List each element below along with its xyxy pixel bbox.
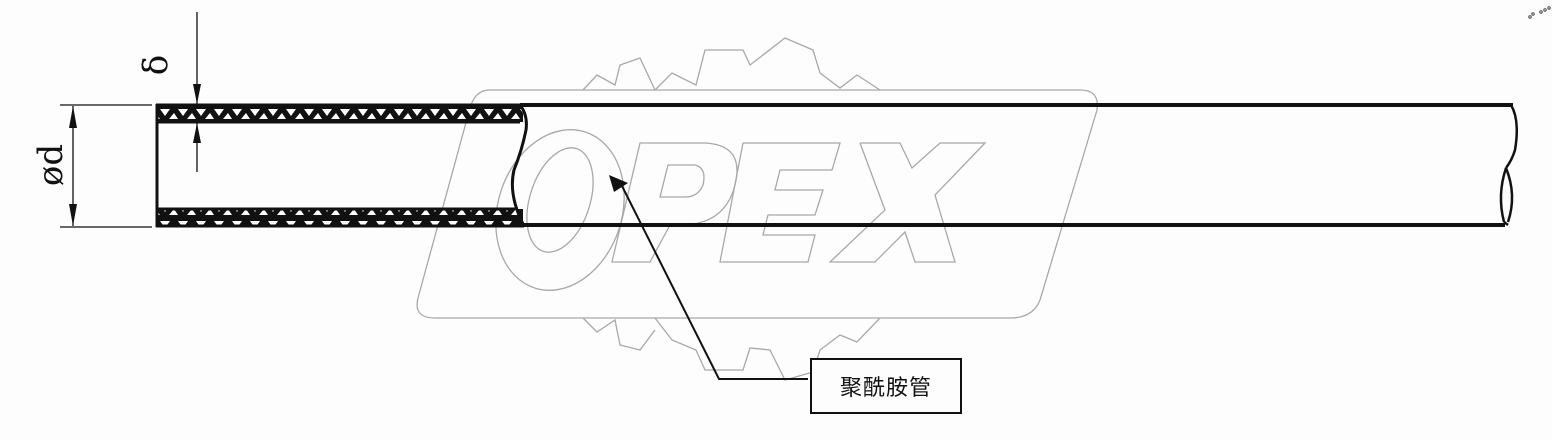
callout-label: 聚酰胺管: [839, 376, 932, 401]
wall-thickness-label: δ: [136, 54, 177, 76]
outer-diameter-label: ød: [31, 143, 72, 187]
dimension-outer-diameter: [60, 104, 152, 228]
callout-leader: [609, 175, 808, 380]
braided-layer: [155, 103, 528, 228]
callout-polyamide-tube: 聚酰胺管: [810, 358, 962, 414]
corner-marks: [1528, 6, 1551, 19]
polyamide-tube-body: [520, 103, 1519, 227]
dimension-wall-thickness: [193, 12, 201, 172]
